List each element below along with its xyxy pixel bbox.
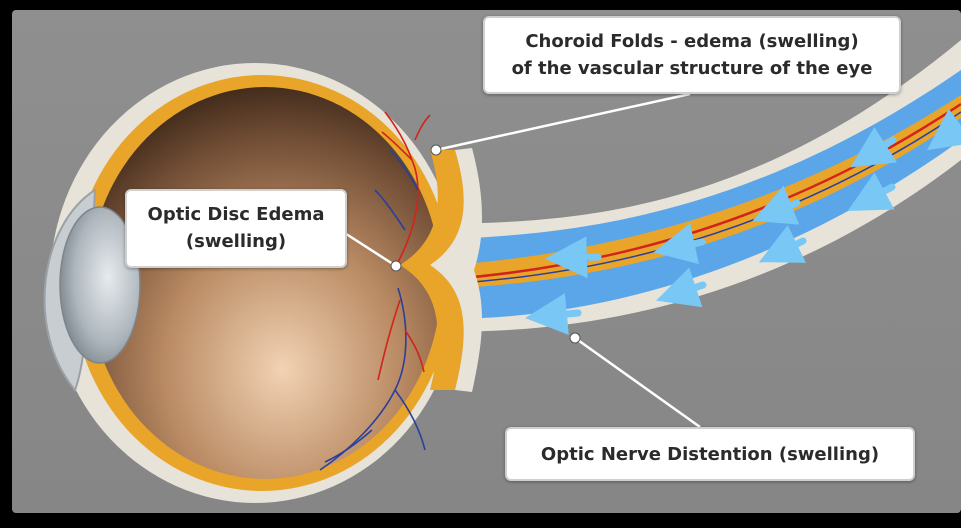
- flow-arrow: [566, 257, 598, 258]
- callout-optic-disc-edema: Optic Disc Edema (swelling): [125, 189, 347, 268]
- eye-interior: [89, 87, 441, 479]
- flow-arrow: [546, 313, 578, 316]
- callout-choroid-folds: Choroid Folds - edema (swelling) of the …: [483, 16, 901, 94]
- callout-optic-nerve-distention: Optic Nerve Distention (swelling): [505, 427, 915, 481]
- callout-nerve-line1: Optic Nerve Distention (swelling): [507, 441, 913, 468]
- callout-disc-line1: Optic Disc Edema: [127, 201, 345, 228]
- callout-disc-line2: (swelling): [127, 228, 345, 255]
- dot-choroid: [431, 145, 441, 155]
- dot-nerve: [570, 333, 580, 343]
- callout-choroid-line2: of the vascular structure of the eye: [485, 55, 899, 82]
- dot-disc: [391, 261, 401, 271]
- callout-choroid-line1: Choroid Folds - edema (swelling): [485, 28, 899, 55]
